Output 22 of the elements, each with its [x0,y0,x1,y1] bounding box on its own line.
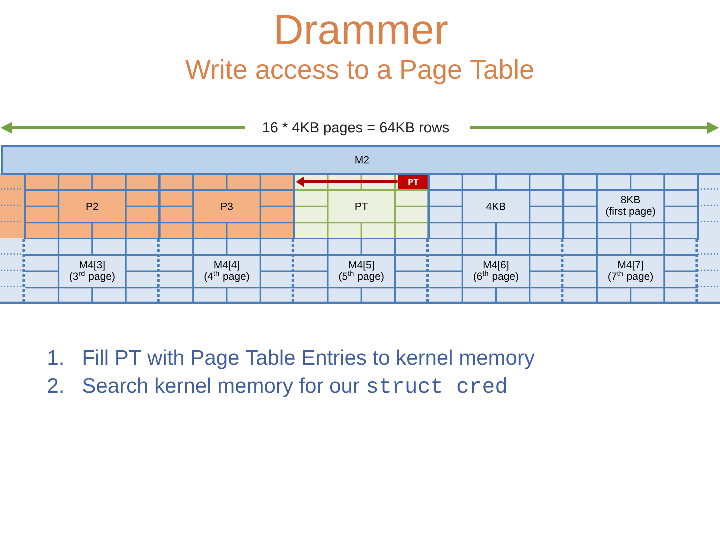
tag-box: PT [398,175,429,189]
list-number: 1. [48,350,63,365]
node-label: 4KB [486,202,506,210]
node-label: 8KB [621,196,640,204]
node-label: M4[7] [618,260,644,271]
title: Drammer [276,15,448,45]
memory-page: 4KB [428,173,565,240]
node-label: (7$^{th}$ page) [608,270,654,282]
memory-page: P3 [158,173,296,240]
node-label: M4[6] [484,260,509,271]
list-number: 2. [48,378,63,393]
node-label: (6$^{th}$ page) [474,270,518,282]
code-text: struct cred [368,377,506,394]
list-item: Fill PT with Page Table Entries to kernel memory [84,350,535,370]
subtitle: Write access to a Page Table [186,59,534,85]
memory-page: M4[5] (5$^{th}$ page) [294,239,429,304]
node-label: (first page) [606,207,656,218]
memory-page: M4[6] (6$^{th}$ page) [428,239,564,304]
memory-page: M4[4] (4$^{th}$ page) [160,239,294,304]
dimension-label: 16 * 4KB pages = 64KB rows [259,119,453,139]
row-band: M2 [1,145,720,175]
list-item: Search kernel memory for our [83,378,360,398]
